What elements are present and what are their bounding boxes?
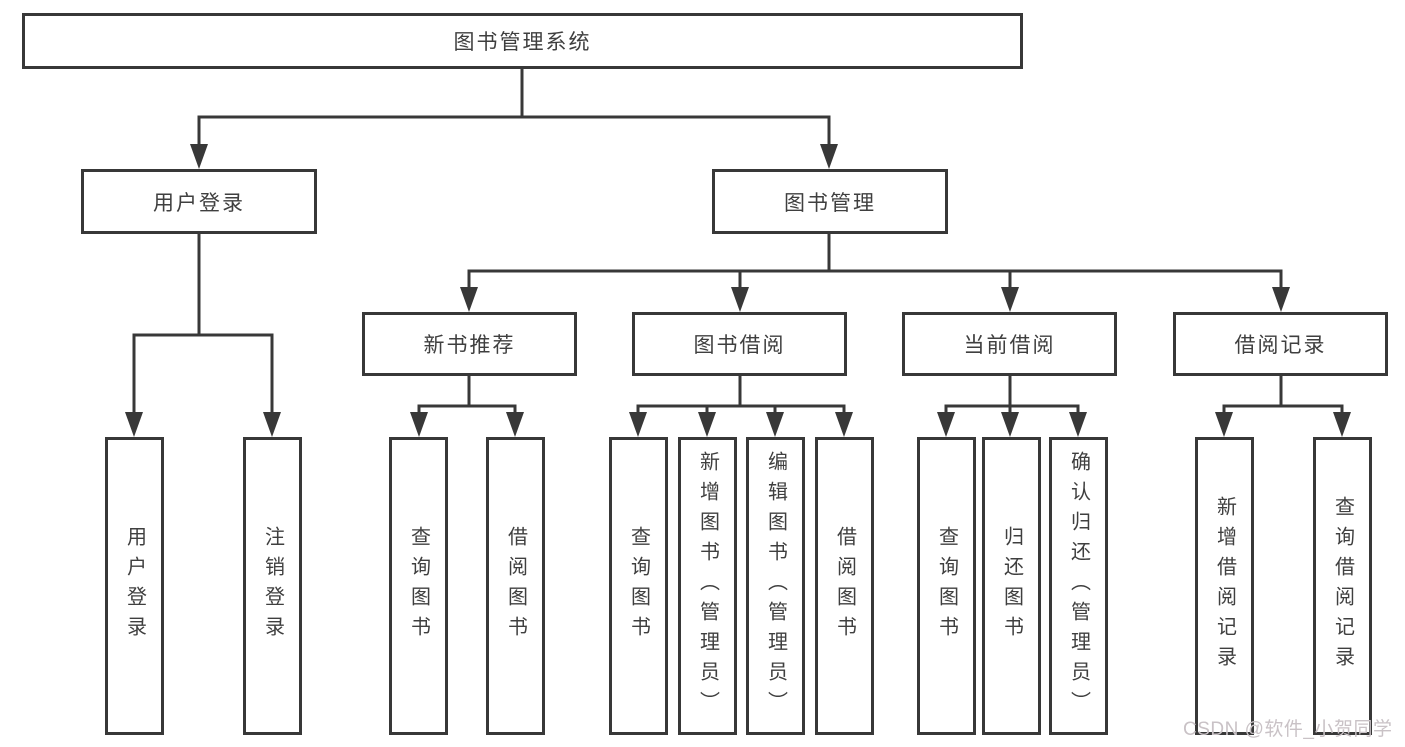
node-label: 当前借阅 (963, 334, 1056, 357)
leaf-label: 新增图书（管理员） (696, 451, 719, 721)
leaf-edit-book-admin: 编辑图书（管理员） (746, 437, 805, 735)
node-label: 借阅记录 (1234, 334, 1327, 357)
leaf-label: 用户登录 (123, 526, 146, 646)
leaf-label: 查询图书 (627, 526, 650, 646)
node-book-management-system: 图书管理系统 (22, 13, 1023, 69)
leaf-label: 借阅图书 (833, 526, 856, 646)
leaf-logout: 注销登录 (243, 437, 302, 735)
leaf-query-borrow-record: 查询借阅记录 (1313, 437, 1372, 735)
node-new-book-recommendation: 新书推荐 (362, 312, 577, 376)
leaf-query-books-borrow: 查询图书 (609, 437, 668, 735)
node-book-management: 图书管理 (712, 169, 948, 234)
leaf-label: 借阅图书 (504, 526, 527, 646)
leaf-user-login: 用户登录 (105, 437, 164, 735)
leaf-label: 查询借阅记录 (1331, 496, 1354, 676)
leaf-borrow-books: 借阅图书 (815, 437, 874, 735)
csdn-watermark: CSDN @软件_小贺同学 (1183, 719, 1393, 740)
leaf-label: 编辑图书（管理员） (764, 451, 787, 721)
node-label: 图书管理 (784, 191, 876, 215)
node-label: 新书推荐 (423, 334, 516, 357)
node-user-login: 用户登录 (81, 169, 317, 234)
leaf-label: 确认归还（管理员） (1067, 451, 1090, 721)
leaf-return-books: 归还图书 (982, 437, 1041, 735)
leaf-label: 查询图书 (407, 526, 430, 646)
leaf-borrow-books-recommend: 借阅图书 (486, 437, 545, 735)
leaf-add-book-admin: 新增图书（管理员） (678, 437, 737, 735)
leaf-query-books-recommend: 查询图书 (389, 437, 448, 735)
node-label: 用户登录 (153, 191, 245, 215)
leaf-label: 注销登录 (261, 526, 284, 646)
leaf-label: 归还图书 (1000, 526, 1023, 646)
node-book-borrowing: 图书借阅 (632, 312, 847, 376)
node-current-borrowing: 当前借阅 (902, 312, 1117, 376)
leaf-label: 新增借阅记录 (1213, 496, 1236, 676)
leaf-add-borrow-record: 新增借阅记录 (1195, 437, 1254, 735)
leaf-label: 查询图书 (935, 526, 958, 646)
node-borrowing-records: 借阅记录 (1173, 312, 1388, 376)
leaf-query-books-current: 查询图书 (917, 437, 976, 735)
leaf-confirm-return-admin: 确认归还（管理员） (1049, 437, 1108, 735)
node-label: 图书借阅 (693, 334, 786, 357)
node-label: 图书管理系统 (453, 31, 592, 54)
